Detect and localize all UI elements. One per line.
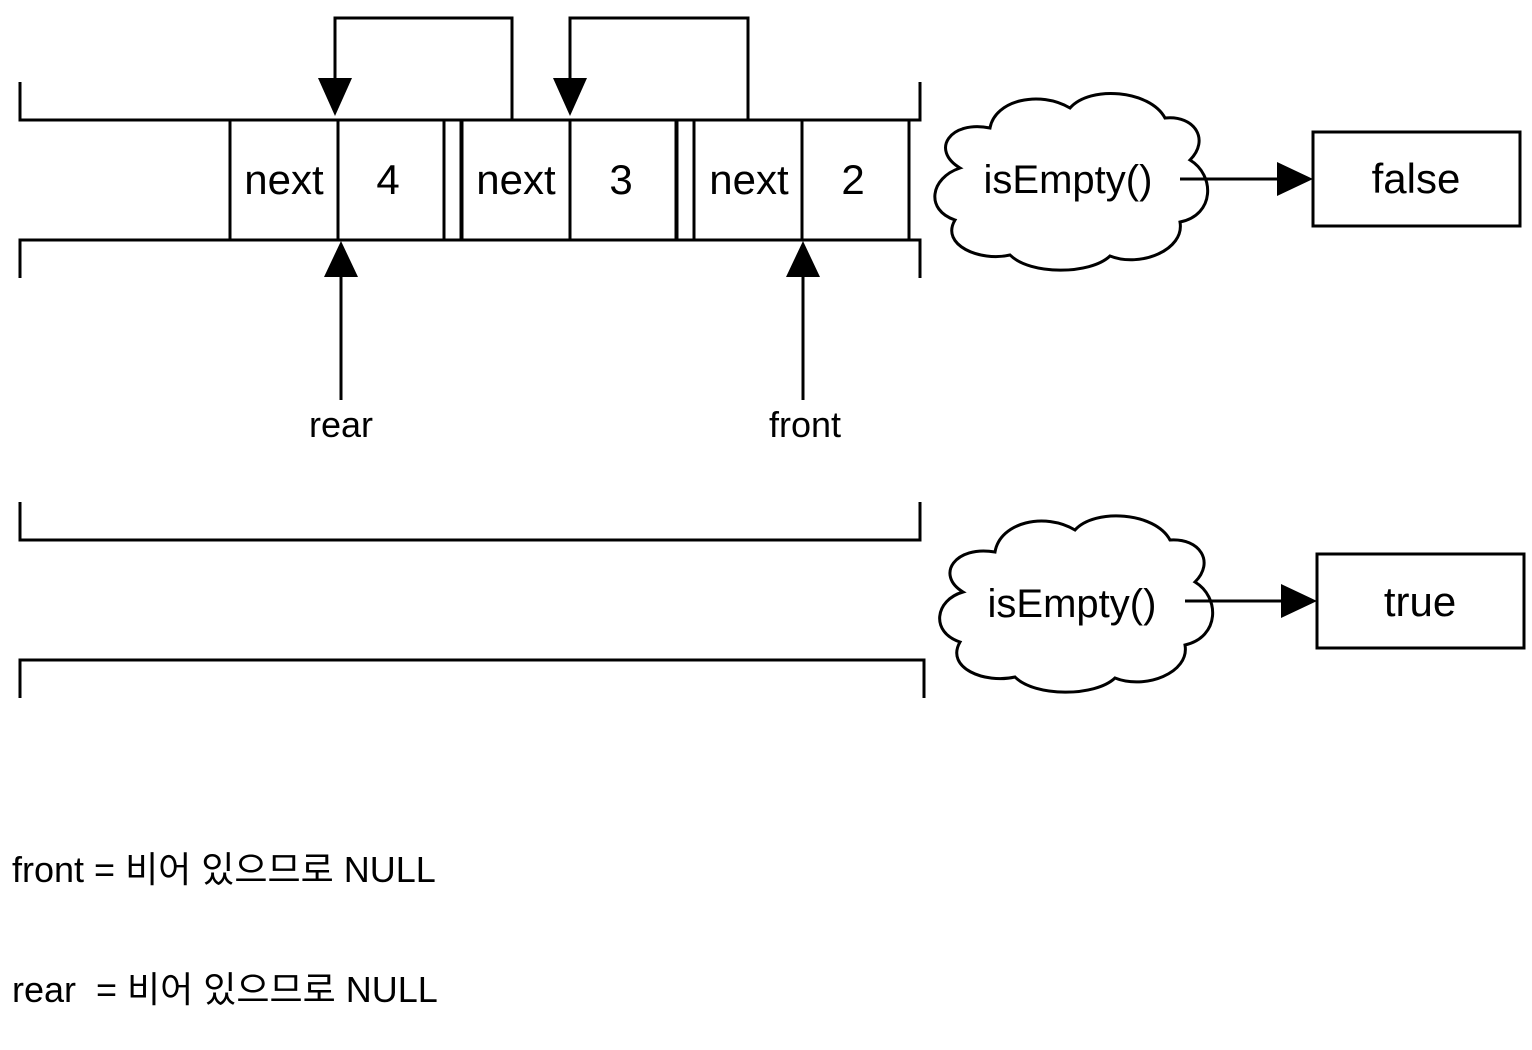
node-value-label: 3 [609,156,632,203]
isempty-cloud: isEmpty() [933,91,1210,272]
isempty-call-label: isEmpty() [988,582,1157,626]
rear-pointer-arrow [324,241,358,400]
node-value-label: 4 [376,156,399,203]
node-value-cell [800,118,911,242]
result-box-false: false [1311,130,1522,228]
result-value: false [1372,155,1461,202]
front-null-note: front = 비어 있으므로 NULL [12,849,436,890]
queue-diagram: next 4 next 3 next 2 rear front [18,16,1526,698]
result-arrow [1185,584,1317,618]
node-next-label: next [709,156,789,203]
front-label: front [769,404,841,445]
node-next-label: next [476,156,556,203]
node-value-label: 2 [841,156,864,203]
empty-queue-notes: front = 비어 있으므로 NULL rear = 비어 있으므로 NULL [12,770,438,1050]
queue-container-bottom [18,502,926,698]
queue-node: next 2 [692,118,911,242]
next-pointer-arrow [318,16,514,120]
front-pointer-arrow [786,241,820,400]
queue-container-top [18,82,922,278]
next-pointer-arrow [553,16,750,120]
result-box-true: true [1315,552,1526,650]
rear-label: rear [309,404,373,445]
queue-node: next 4 [228,118,446,242]
node-next-label: next [244,156,324,203]
isempty-call-label: isEmpty() [984,158,1153,202]
result-value: true [1384,578,1456,625]
result-arrow [1180,162,1313,196]
rear-null-note: rear = 비어 있으므로 NULL [12,969,438,1010]
queue-node: next 3 [460,118,678,242]
isempty-cloud: isEmpty() [938,514,1215,694]
